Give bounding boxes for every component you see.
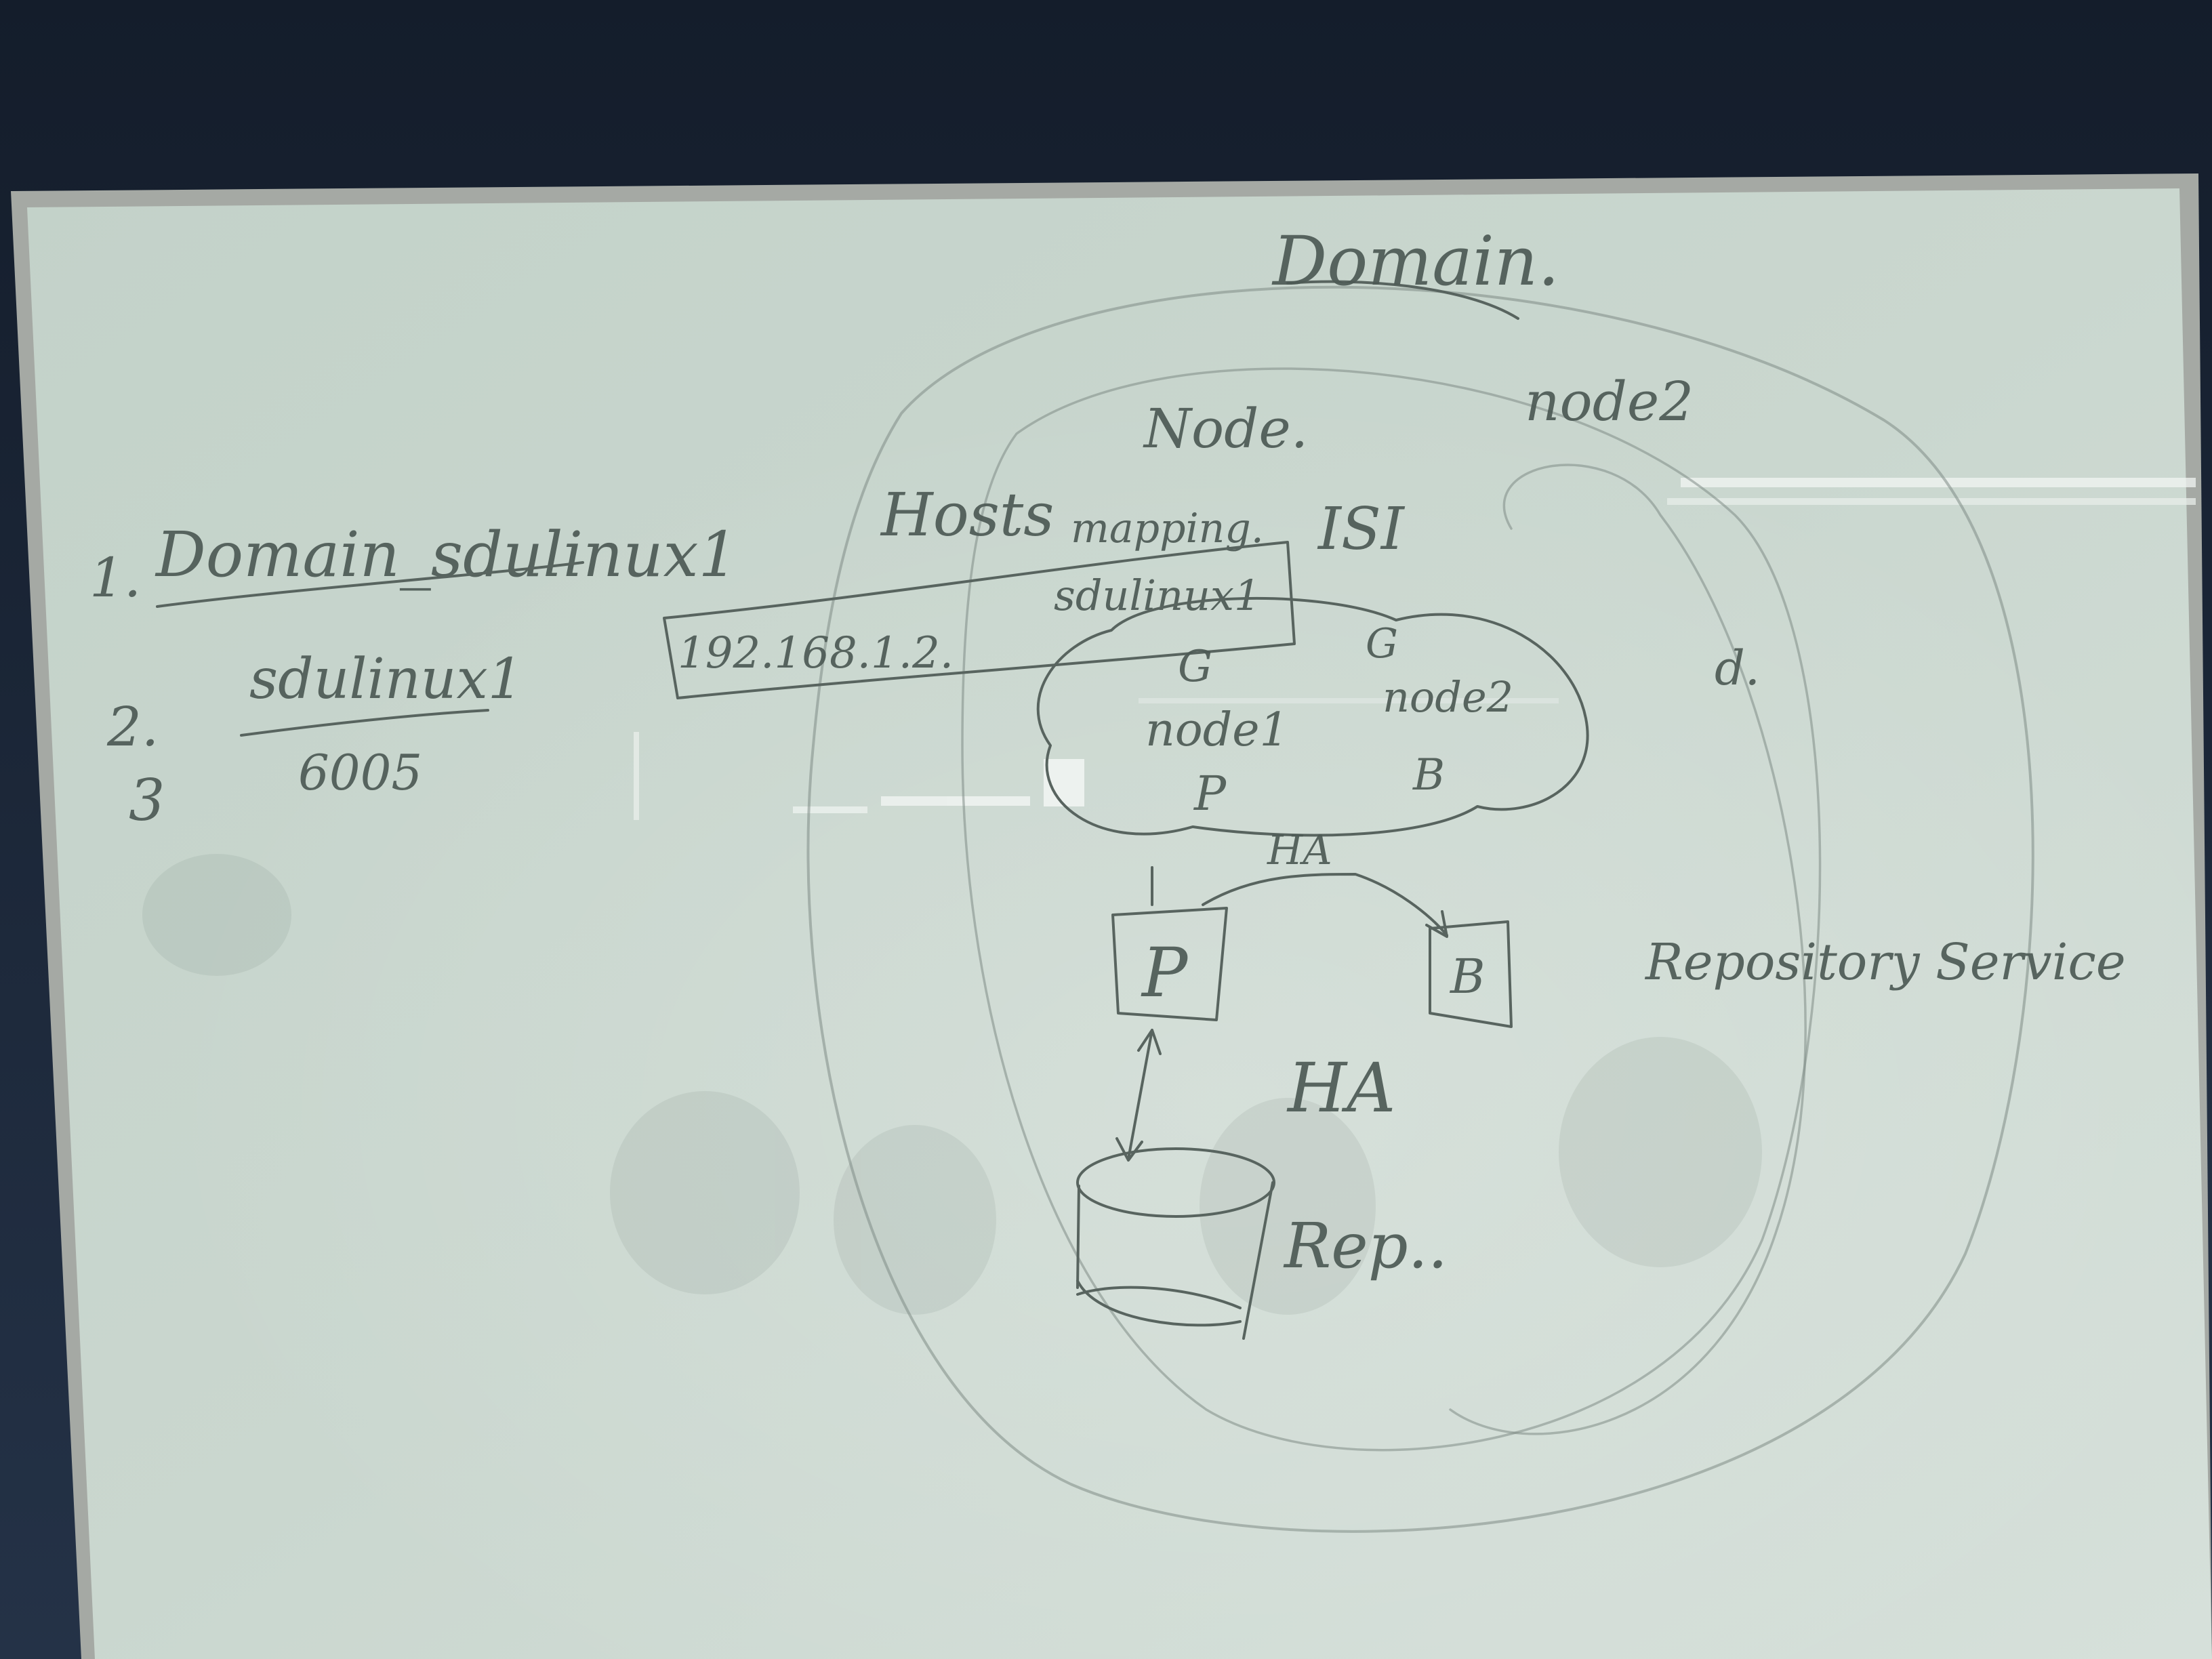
list-item-3-text: 6005 bbox=[298, 744, 422, 801]
ip-address: 192.168.1.2. bbox=[678, 628, 954, 678]
list-item-2-text: sdulinux1 bbox=[249, 647, 523, 712]
node1-label: node1 bbox=[1145, 703, 1289, 757]
host-name: sdulinux1 bbox=[1054, 571, 1261, 620]
list-item-2-number: 2. bbox=[106, 695, 159, 758]
isi-label: ISI bbox=[1317, 495, 1406, 563]
repo-link-arrow bbox=[1127, 1029, 1153, 1160]
domain-underline bbox=[1286, 280, 1519, 320]
board-glare bbox=[27, 203, 2212, 1659]
backup-service-box bbox=[1429, 920, 1513, 1028]
domain-label: Domain. bbox=[1271, 222, 1559, 301]
domain-outer-ellipse bbox=[806, 285, 2034, 1533]
node2-ellipse bbox=[1449, 464, 1807, 1435]
primary-service-box bbox=[1111, 907, 1228, 1021]
ha-center-label: HA bbox=[1286, 1048, 1395, 1128]
repository-service-label: Repository Service bbox=[1644, 933, 2126, 991]
repository-cylinder bbox=[1076, 1147, 1275, 1340]
list-item-1-underline bbox=[156, 561, 584, 608]
ha-arrow-label: HA bbox=[1267, 827, 1332, 874]
list-item-1-text: Domain_sdulinux1 bbox=[155, 518, 738, 591]
grid-g-left: G bbox=[1178, 642, 1212, 692]
node-label: Node. bbox=[1143, 397, 1308, 460]
list-item-1-number: 1. bbox=[89, 546, 141, 609]
d-label: d. bbox=[1715, 640, 1760, 696]
hosts-label: Hosts bbox=[880, 480, 1054, 550]
b-small: B bbox=[1412, 750, 1445, 800]
domain-inner-ellipse bbox=[961, 367, 1822, 1452]
rep-label: Rep.. bbox=[1283, 1210, 1448, 1282]
ha-arrow bbox=[1202, 873, 1448, 937]
mapping-label: mapping. bbox=[1071, 505, 1264, 552]
list-item-3-number: 3 bbox=[129, 767, 165, 834]
node2-cloud-label: node2 bbox=[1382, 672, 1513, 722]
list-item-2-underline bbox=[240, 709, 489, 737]
primary-service-letter: P bbox=[1141, 933, 1189, 1012]
ghost-reflections bbox=[142, 854, 1762, 1315]
grid-cloud bbox=[1036, 596, 1589, 837]
p-small: P bbox=[1193, 766, 1227, 821]
hosts-mapping-box bbox=[663, 541, 1296, 699]
node2-top-label: node2 bbox=[1525, 370, 1694, 433]
grid-g-right: G bbox=[1366, 620, 1398, 668]
repo-link-arrow-head-top bbox=[1137, 1029, 1162, 1055]
backup-service-letter: B bbox=[1449, 949, 1485, 1004]
repo-link-arrow-head-bottom bbox=[1115, 1137, 1143, 1162]
